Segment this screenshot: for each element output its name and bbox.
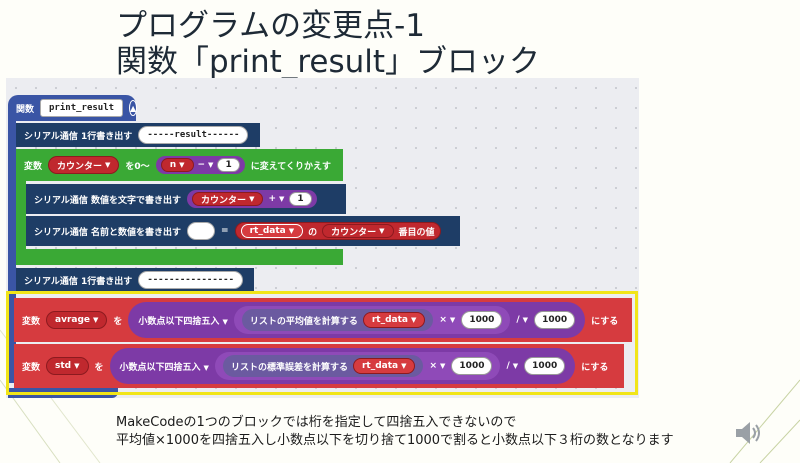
counter-dropdown[interactable]: カウンター▼ [192, 192, 264, 206]
chevron-down-icon: ▼ [512, 362, 519, 370]
set-std-suffix: にする [581, 362, 609, 373]
set-std-keyword: 変数 [22, 362, 41, 373]
loop-n-dropdown[interactable]: n▼ [160, 158, 194, 172]
avrage-round-expression[interactable]: 小数点以下四捨五入▼ リストの平均値を計算する rt_data▼ ×▼ 1000… [128, 302, 586, 338]
std-divide-operator[interactable]: /▼ [506, 361, 519, 371]
index-counter-dropdown[interactable]: カウンター▼ [322, 224, 394, 238]
list-stderr-label: リストの標準誤差を計算する [230, 362, 348, 373]
std-rt-data-dropdown[interactable]: rt_data▼ [352, 358, 416, 374]
caption-line1: MakeCodeの1つのブロックでは桁を指定して四捨五入できないので [116, 415, 517, 430]
std-variable-dropdown[interactable]: std▼ [46, 357, 89, 375]
chevron-down-icon: ▼ [449, 316, 456, 324]
function-keyword: 関数 [16, 104, 35, 115]
set-avrage-block[interactable]: 変数 avrage▼ を 小数点以下四捨五入▼ リストの平均値を計算する rt_… [14, 298, 632, 342]
chevron-down-icon: ▼ [288, 227, 295, 235]
chevron-down-icon: ▼ [279, 195, 285, 203]
serial-write-separator-value[interactable]: ---------------- [138, 271, 244, 289]
list-stderr-block[interactable]: リストの標準誤差を計算する rt_data▼ [222, 355, 424, 377]
list-mean-block[interactable]: リストの平均値を計算する rt_data▼ [241, 309, 434, 331]
array-value-expression[interactable]: rt_data▼ の カウンター▼ 番目の値 [234, 222, 441, 240]
avrage-rt-data-dropdown[interactable]: rt_data▼ [362, 312, 426, 328]
chevron-down-icon: ▼ [105, 161, 111, 169]
loop-minus-operator[interactable]: −▼ [197, 160, 214, 170]
serial-write-number-block[interactable]: シリアル通信 数値を文字で書き出す カウンター▼ +▼ 1 [26, 184, 346, 214]
std-divide-1000-input[interactable]: 1000 [524, 357, 566, 375]
divide-operator[interactable]: /▼ [516, 315, 529, 325]
serial-write-value-name[interactable] [187, 222, 216, 240]
multiply-1000-input[interactable]: 1000 [461, 311, 503, 329]
plus-one-input[interactable]: 1 [289, 192, 312, 206]
rt-data-dropdown[interactable]: rt_data▼ [240, 224, 304, 238]
slide-title-line2: 関数「print_result」ブロック [116, 44, 541, 80]
array-index-suffix: 番目の値 [398, 227, 435, 238]
std-multiply-expression[interactable]: リストの標準誤差を計算する rt_data▼ ×▼ 1000 [214, 352, 501, 380]
loop-variable-dropdown[interactable]: カウンター▼ [48, 156, 120, 174]
chevron-down-icon: ▼ [222, 317, 228, 326]
collapse-arrow-icon[interactable]: ▲ [129, 100, 138, 116]
loop-var-keyword: 変数 [24, 161, 43, 172]
avrage-variable-dropdown[interactable]: avrage▼ [46, 311, 108, 329]
set-avrage-keyword: 変数 [22, 316, 41, 327]
serial-write-value-eq: = [221, 226, 229, 236]
list-mean-label: リストの平均値を計算する [249, 316, 358, 327]
set-avrage-suffix: にする [591, 316, 619, 327]
std-round-function-dropdown[interactable]: 小数点以下四捨五入▼ [119, 362, 209, 373]
serial-write-value-block[interactable]: シリアル通信 名前と数値を書き出す = rt_data▼ の カウンター▼ 番目… [26, 216, 460, 246]
speaker-icon[interactable] [734, 420, 764, 446]
chevron-down-icon: ▼ [93, 316, 99, 324]
set-std-block[interactable]: 変数 std▼ を 小数点以下四捨五入▼ リストの標準誤差を計算する rt_da… [14, 344, 624, 388]
chevron-down-icon: ▼ [208, 161, 214, 169]
serial-write-value-label: シリアル通信 名前と数値を書き出す [34, 227, 182, 238]
slide-title-line1: プログラムの変更点-1 [116, 8, 425, 44]
std-multiply-operator[interactable]: ×▼ [429, 361, 446, 371]
caption-line2: 平均値×1000を四捨五入し小数点以下を切り捨て1000で割ると小数点以下３桁の… [116, 433, 674, 448]
set-avrage-wo: を [113, 316, 123, 327]
serial-write-separator-block[interactable]: シリアル通信 1行書き出す ---------------- [16, 268, 254, 292]
divide-1000-input[interactable]: 1000 [534, 311, 576, 329]
plus-operator[interactable]: +▼ [268, 194, 285, 204]
serial-write-line-block[interactable]: シリアル通信 1行書き出す -----result------ [16, 123, 260, 147]
serial-write-number-label: シリアル通信 数値を文字で書き出す [34, 195, 182, 206]
chevron-down-icon: ▼ [401, 362, 407, 370]
function-name-field[interactable]: print_result [40, 99, 124, 117]
std-round-expression[interactable]: 小数点以下四捨五入▼ リストの標準誤差を計算する rt_data▼ ×▼ 100… [109, 348, 576, 384]
loop-from-label: を0〜 [125, 161, 150, 172]
std-multiply-1000-input[interactable]: 1000 [451, 357, 493, 375]
array-of-label: の [308, 227, 318, 238]
loop-one-input[interactable]: 1 [217, 158, 240, 172]
chevron-down-icon: ▼ [410, 316, 417, 324]
serial-write-line-label: シリアル通信 1行書き出す [24, 131, 133, 142]
for-loop-footer [16, 249, 343, 265]
for-loop-body-bar [16, 181, 26, 251]
avrage-multiply-expression[interactable]: リストの平均値を計算する rt_data▼ ×▼ 1000 [233, 306, 511, 334]
function-block-header[interactable]: 関数 print_result ▲ [8, 95, 138, 121]
serial-write-number-expression[interactable]: カウンター▼ +▼ 1 [187, 190, 317, 208]
chevron-down-icon: ▼ [203, 363, 209, 372]
chevron-down-icon: ▼ [522, 316, 529, 324]
for-loop-block[interactable]: 変数 カウンター▼ を0〜 n▼ −▼ 1 に変えてくりかえす [16, 149, 343, 181]
highlight-box [6, 291, 638, 395]
serial-write-line-value[interactable]: -----result------ [138, 126, 249, 144]
loop-suffix-label: に変えてくりかえす [250, 161, 331, 172]
loop-range-expression[interactable]: n▼ −▼ 1 [155, 156, 245, 174]
chevron-down-icon: ▼ [379, 227, 385, 235]
round-function-dropdown[interactable]: 小数点以下四捨五入▼ [138, 316, 228, 327]
chevron-down-icon: ▼ [249, 195, 255, 203]
chevron-down-icon: ▼ [179, 161, 185, 169]
multiply-operator[interactable]: ×▼ [439, 315, 456, 325]
chevron-down-icon: ▼ [74, 362, 80, 370]
set-std-wo: を [94, 362, 104, 373]
chevron-down-icon: ▼ [440, 362, 446, 370]
function-block-body [8, 121, 16, 383]
serial-write-separator-label: シリアル通信 1行書き出す [24, 276, 133, 287]
